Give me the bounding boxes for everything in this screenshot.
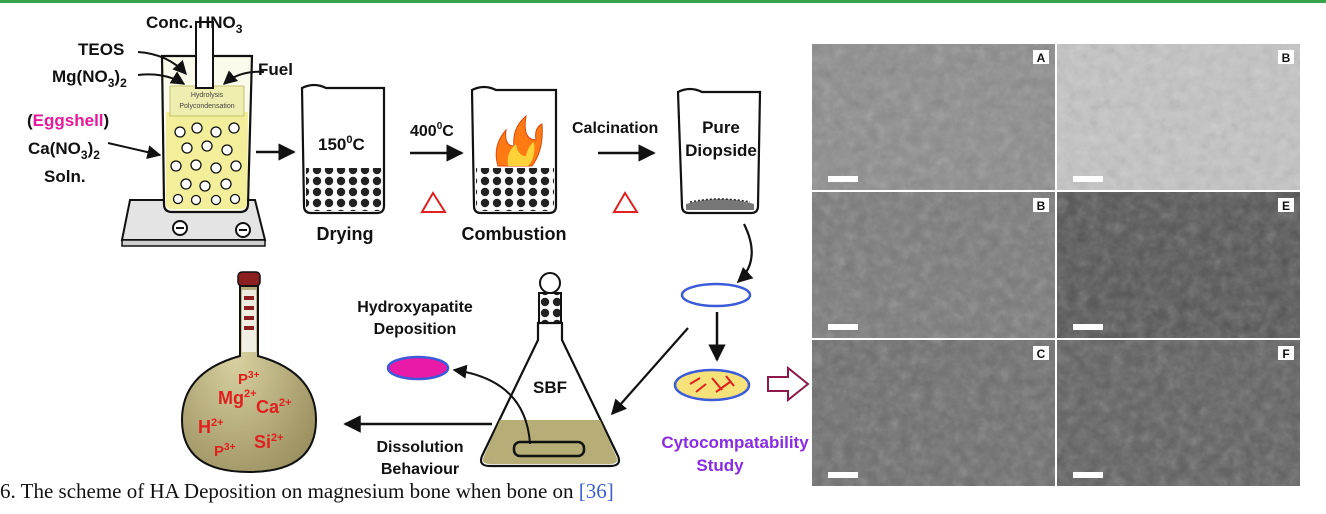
label-hydroxyapatite: Hydroxyapatite <box>357 299 473 316</box>
ion-ca: Ca2+ <box>256 397 292 417</box>
scale-bar <box>828 176 858 182</box>
label-cyto: Cytocompatability <box>661 433 809 452</box>
diopside-pellet <box>680 282 752 308</box>
sem-panel-3: B <box>812 192 1055 338</box>
sol-bubbles <box>170 122 242 206</box>
label-dissolution: Dissolution <box>376 439 463 456</box>
sem-panel-letter: F <box>1282 347 1289 361</box>
label-teos: TEOS <box>78 40 124 59</box>
sbf-sample-holder <box>512 440 586 458</box>
sem-panel-6: F <box>1057 340 1300 486</box>
drying-temperature: 1500C <box>318 134 365 154</box>
precursor-beaker-group: Hydrolysis Polycondensation Conc. HNO3 T… <box>27 13 293 247</box>
label-fuel: Fuel <box>258 60 293 79</box>
arrow-to-ha-deposition <box>452 364 531 445</box>
heat-triangle-2 <box>612 191 639 213</box>
arrow-to-disc <box>736 223 754 284</box>
volumetric-flask <box>180 285 318 474</box>
beaker1-label-polycondensation: Polycondensation <box>179 103 234 110</box>
ion-h: H2+ <box>198 417 224 437</box>
caption-reference-link[interactable]: [36] <box>578 479 614 503</box>
sem-panel-1: A <box>812 44 1055 190</box>
diopside-beaker-group: Pure Diopside <box>676 87 762 215</box>
sbf-flask-group: SBF <box>479 272 621 468</box>
label-behaviour: Behaviour <box>381 461 459 478</box>
label-eggshell: (Eggshell) <box>27 111 109 130</box>
sem-micrograph-grid: A B B E C F <box>812 44 1300 486</box>
combustion-beaker-group: Combustion <box>462 85 567 244</box>
label-soln: Soln. <box>44 167 86 186</box>
sem-panel-letter: C <box>1037 347 1046 361</box>
sem-panel-4: E <box>1057 192 1300 338</box>
beaker1-label-hydrolysis: Hydrolysis <box>191 92 224 99</box>
stirrer-rod <box>195 21 214 89</box>
label-conc-hno3: Conc. HNO3 <box>146 13 243 36</box>
drying-beaker-group: 1500C Drying <box>300 83 386 244</box>
scale-bar <box>1073 472 1103 478</box>
ion-si: Si2+ <box>254 432 284 452</box>
label-drying: Drying <box>316 224 373 244</box>
ha-deposition-dish <box>386 355 450 381</box>
combustion-temperature: 4000C <box>410 121 454 140</box>
scale-bar <box>828 324 858 330</box>
caption-text: 6. The scheme of HA Deposition on magnes… <box>0 479 574 503</box>
sem-panel-2: B <box>1057 44 1300 190</box>
label-combustion: Combustion <box>462 224 567 244</box>
sem-panel-letter: E <box>1282 199 1290 213</box>
diopside-beaker <box>676 87 762 215</box>
sem-panel-5: C <box>812 340 1055 486</box>
volumetric-flask-group: P3+ Mg2+ Ca2+ H2+ P3+ Si2+ <box>180 271 318 474</box>
heat-triangle-1 <box>420 191 447 213</box>
scale-bar <box>1073 176 1103 182</box>
sem-panel-letter: B <box>1282 51 1291 65</box>
cyto-dish-group: Cytocompatability Study <box>661 368 809 475</box>
scale-bar <box>1073 324 1103 330</box>
ion-mg: Mg2+ <box>218 388 257 408</box>
sem-panel-letter: A <box>1037 51 1046 65</box>
scale-bar <box>828 472 858 478</box>
ion-p-bottom: P3+ <box>214 442 236 460</box>
label-cano3: Ca(NO3)2 <box>28 139 100 162</box>
label-pure: Pure <box>702 118 740 137</box>
label-calcination: Calcination <box>572 120 658 137</box>
ion-p-top: P3+ <box>238 370 260 388</box>
label-diopside: Diopside <box>685 141 757 160</box>
cyto-dish <box>673 368 751 402</box>
arrow-to-sem-panels <box>767 365 810 403</box>
arrow-to-sbf <box>610 327 689 416</box>
figure-caption: 6. The scheme of HA Deposition on magnes… <box>0 479 1320 509</box>
label-study: Study <box>696 456 744 475</box>
top-accent-rule <box>0 0 1326 3</box>
label-sbf: SBF <box>533 378 567 397</box>
sem-panel-letter: B <box>1037 199 1046 213</box>
label-deposition: Deposition <box>374 321 457 338</box>
label-mgno3: Mg(NO3)2 <box>52 67 127 90</box>
